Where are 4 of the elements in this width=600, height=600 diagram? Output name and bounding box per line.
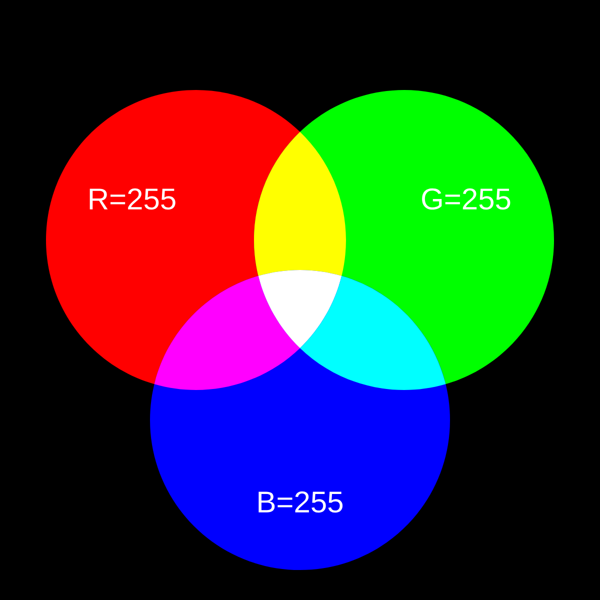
overlap-region <box>154 276 300 390</box>
overlap-region <box>254 132 346 276</box>
overlap-region <box>300 276 446 390</box>
center-overlap-region <box>258 270 342 348</box>
